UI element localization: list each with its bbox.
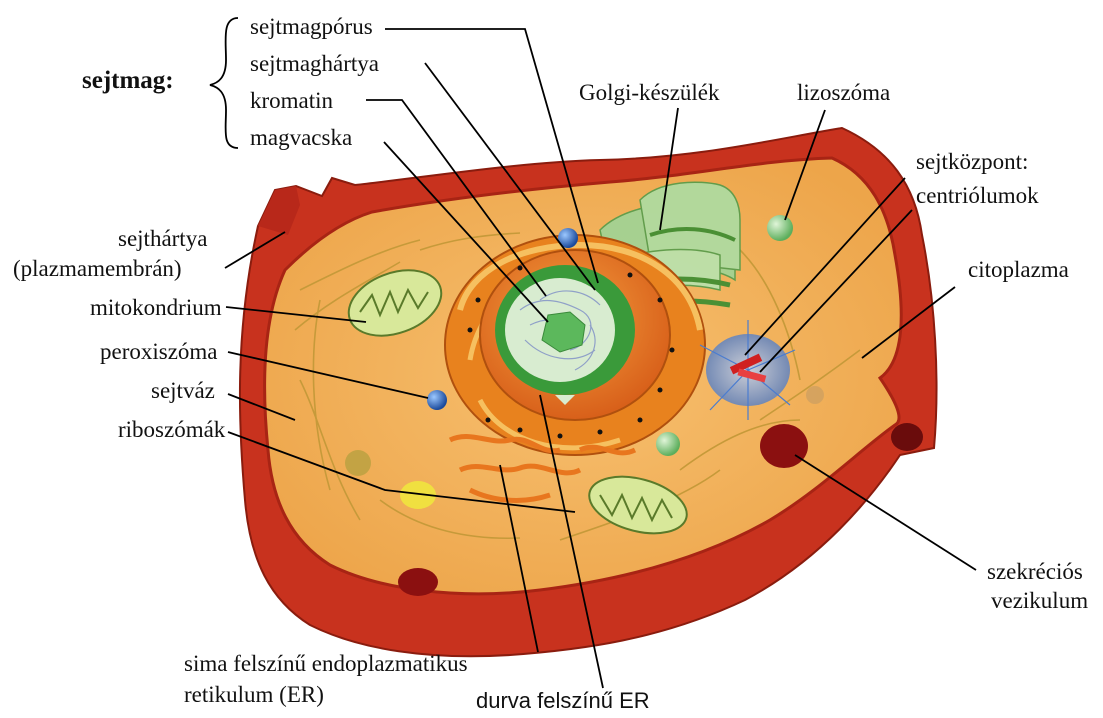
label-cell-membrane-1: sejthártya [118,226,207,251]
secretory-vesicle [760,424,808,468]
label-secretory-2: vezikulum [991,588,1088,613]
label-rough-er: durva felszínű ER [476,688,650,713]
peroxisome [427,390,447,410]
secretory-vesicle-2 [891,423,923,451]
label-lysosome: lizoszóma [797,80,890,105]
label-cytoskeleton: sejtváz [151,378,215,403]
label-smooth-er-1: sima felszínű endoplazmatikus [184,651,468,676]
label-cytoplasm: citoplazma [968,257,1069,282]
label-centrosome-2: centriólumok [916,183,1039,208]
label-nucleolus: magvacska [250,125,352,150]
label-smooth-er-2: retikulum (ER) [184,682,324,707]
label-nuclear-pore: sejtmagpórus [250,14,373,39]
label-secretory-1: szekréciós [987,559,1083,584]
label-ribosomes: riboszómák [118,417,226,442]
label-cell-membrane-2: (plazmamembrán) [13,256,182,281]
label-nuclear-envelope: sejtmaghártya [250,51,379,76]
nucleus-heading: sejtmag: [82,67,174,94]
lysosome [767,215,793,241]
secretory-vesicle-3 [398,568,438,596]
nucleus [480,250,670,420]
label-centrosome-1: sejtközpont: [916,149,1028,174]
lysosome-2 [656,432,680,456]
nucleus-brace [210,18,238,148]
vesicle-small [806,386,824,404]
vesicle-olive [345,450,371,476]
label-mitochondrion: mitokondrium [90,295,222,320]
label-peroxisome: peroxiszóma [100,339,218,364]
label-chromatin: kromatin [250,88,334,113]
label-golgi: Golgi-készülék [579,80,720,105]
